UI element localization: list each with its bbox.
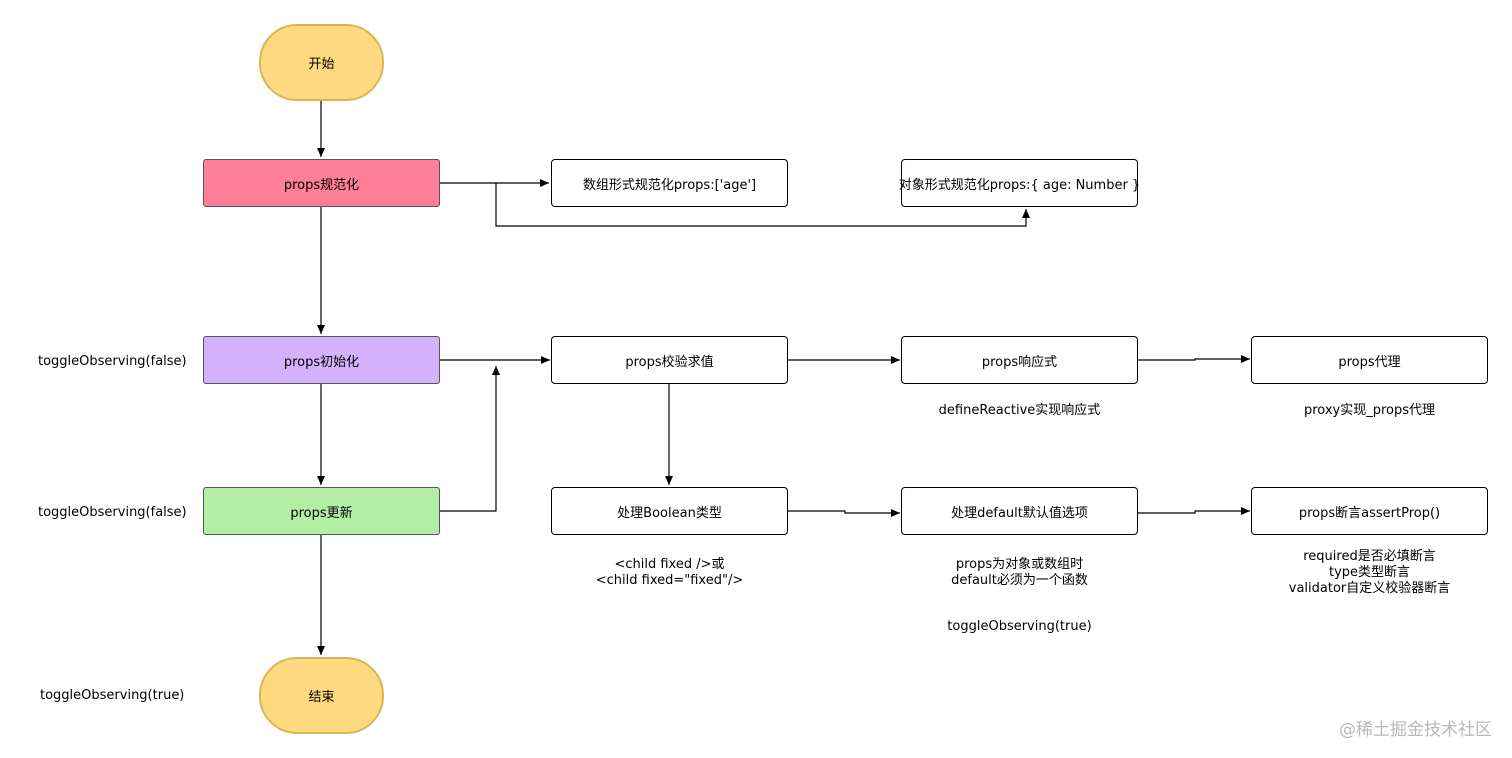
proxy-note: proxy实现_props代理	[1303, 403, 1436, 418]
object-normalize-label: 对象形式规范化props:{ age: Number }	[898, 177, 1141, 193]
assert-box: props断言assertProp()	[1251, 487, 1488, 535]
arrow-boolean-to-default	[788, 509, 900, 517]
array-normalize-box: 数组形式规范化props:['age']	[551, 159, 788, 207]
reactive-box: props响应式	[901, 336, 1138, 384]
default-note-line-2: default必须为一个函数	[951, 573, 1088, 588]
validate-label: props校验求值	[625, 354, 714, 370]
boolean-note: <child fixed />或 <child fixed="fixed"/>	[551, 557, 788, 589]
assert-note-line-2: type类型断言	[1328, 565, 1411, 580]
normalize-step: props规范化	[203, 159, 440, 207]
array-normalize-label: 数组形式规范化props:['age']	[582, 177, 757, 193]
validate-box: props校验求值	[551, 336, 788, 384]
boolean-note-line-1: <child fixed />或	[614, 557, 725, 572]
default-observing-note: toggleObserving(true)	[947, 619, 1092, 634]
init-label: props初始化	[283, 354, 360, 370]
end-terminal: 结束	[259, 657, 384, 734]
assert-note: required是否必填断言 type类型断言 validator自定义校验器断…	[1251, 549, 1488, 597]
default-label: 处理default默认值选项	[951, 505, 1088, 521]
arrow-normalize-to-object	[495, 183, 1030, 227]
update-label: props更新	[290, 505, 353, 521]
arrow-default-to-assert	[1138, 507, 1250, 515]
default-box: 处理default默认值选项	[901, 487, 1138, 535]
proxy-box: props代理	[1251, 336, 1488, 384]
boolean-box: 处理Boolean类型	[551, 487, 788, 535]
normalize-label: props规范化	[283, 177, 360, 193]
assert-note-line-3: validator自定义校验器断言	[1288, 581, 1451, 596]
watermark-text: @稀土掘金技术社区	[1339, 720, 1492, 740]
arrow-reactive-to-proxy	[1138, 355, 1250, 363]
end-observing-label: toggleObserving(true)	[40, 688, 185, 703]
init-step: props初始化	[203, 336, 440, 384]
assert-label: props断言assertProp()	[1298, 505, 1441, 521]
default-note: props为对象或数组时 default必须为一个函数	[901, 557, 1138, 589]
default-note-line-1: props为对象或数组时	[955, 557, 1084, 572]
update-observing-label: toggleObserving(false)	[38, 505, 187, 520]
proxy-label: props代理	[1338, 354, 1401, 370]
boolean-note-line-2: <child fixed="fixed"/>	[595, 573, 744, 588]
arrow-update-to-validate	[440, 366, 500, 512]
boolean-label: 处理Boolean类型	[617, 505, 722, 521]
start-terminal: 开始	[259, 24, 384, 101]
init-observing-label: toggleObserving(false)	[38, 354, 187, 369]
update-step: props更新	[203, 487, 440, 535]
start-label: 开始	[308, 57, 335, 72]
reactive-note: defineReactive实现响应式	[938, 403, 1101, 418]
reactive-label: props响应式	[981, 354, 1058, 370]
end-label: 结束	[308, 690, 335, 705]
object-normalize-box: 对象形式规范化props:{ age: Number }	[898, 159, 1141, 207]
assert-note-line-1: required是否必填断言	[1303, 549, 1436, 564]
